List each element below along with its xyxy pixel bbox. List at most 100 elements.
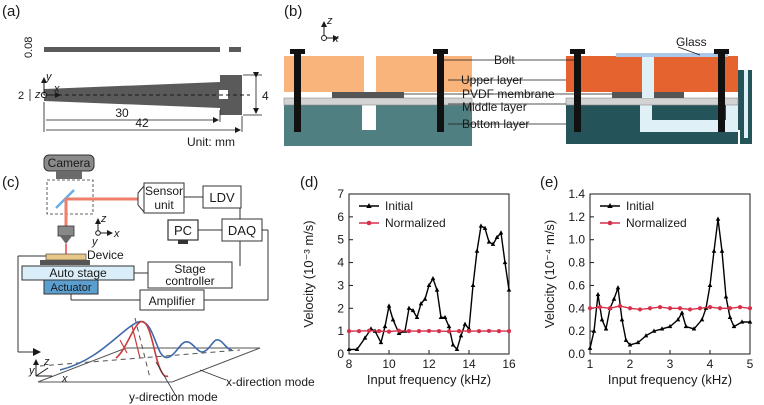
bolt-head-left-2 (433, 49, 448, 54)
bolt-right-2 (718, 50, 725, 132)
data-point-initial (396, 330, 402, 336)
label-actuator: Actuator (51, 282, 92, 294)
data-point-normalized (587, 306, 593, 311)
data-point-normalized (737, 305, 743, 310)
label-sensor-1: Sensor (145, 184, 183, 198)
y-tick-label: 2 (337, 301, 344, 315)
y-tick-label: 5 (337, 233, 344, 247)
stage-controller-box (147, 261, 233, 289)
data-point-initial (346, 346, 352, 352)
data-point-initial (707, 282, 713, 288)
data-point-normalized (627, 306, 633, 311)
data-point-normalized (396, 328, 402, 333)
legend-marker (366, 203, 372, 208)
data-point-initial (414, 314, 420, 320)
beam-side-view (44, 47, 220, 52)
objective-tip (60, 236, 72, 244)
legend-marker (607, 203, 613, 208)
x-tick-label: 2 (627, 357, 634, 371)
axis-y-label-c: y (91, 236, 99, 248)
legend-label-initial: Initial (385, 199, 413, 213)
tip-window (219, 90, 228, 99)
data-point-initial (502, 259, 508, 265)
y-tick-label: 3 (337, 278, 344, 292)
data-point-initial (382, 323, 388, 329)
y-mode-fill-line-2 (119, 339, 128, 354)
label-ymode: y-direction mode (129, 390, 218, 404)
label-xmode: x-direction mode (226, 375, 315, 389)
mode-plane (37, 347, 261, 383)
data-point-initial (627, 342, 633, 347)
y-tick-label: 1.4 (568, 187, 585, 201)
data-point-initial (619, 317, 625, 322)
data-point-initial (354, 346, 360, 352)
y-tick-label: 4 (337, 256, 344, 270)
unit-label: Unit: mm (187, 135, 235, 149)
data-point-initial (591, 328, 597, 333)
axis-z-label-a: z (34, 89, 41, 101)
axis-z-label-b: z (326, 15, 333, 27)
data-point-normalized (647, 306, 653, 311)
data-point-initial (458, 333, 464, 338)
data-point-initial (635, 339, 641, 345)
data-point-initial (711, 248, 717, 253)
bolt-right-1 (574, 50, 581, 132)
data-point-initial (498, 230, 504, 235)
data-point-initial (679, 310, 685, 315)
dim-root-width: 2 (18, 90, 24, 102)
y-tick-label: 6 (337, 210, 344, 224)
label-bolt: Bolt (494, 53, 515, 67)
panel-c: (c) Camera Sensor unit LDV PC DAQ z x (2, 154, 315, 404)
dim-len-inner: 30 (115, 106, 129, 120)
ldv-box (202, 185, 242, 209)
data-point-initial (667, 323, 673, 329)
y-tick-label: 0.0 (568, 347, 585, 361)
bolt-head-right-2 (714, 49, 729, 54)
panel-b: (b) z x Bolt Glass (283, 3, 752, 146)
data-point-normalized (456, 329, 462, 334)
data-point-initial (719, 248, 725, 253)
panel-label-a: (a) (2, 3, 20, 20)
panel-label-c: (c) (2, 174, 20, 191)
device-block (45, 253, 87, 261)
data-point-normalized (476, 329, 482, 334)
data-point-initial (434, 287, 440, 292)
x-tick-label: 4 (707, 357, 714, 371)
data-point-initial (587, 345, 593, 350)
data-point-initial (422, 296, 428, 301)
legend-label-initial: Initial (626, 199, 654, 213)
panel-label-e: (e) (540, 174, 558, 191)
data-point-initial (699, 317, 705, 322)
bolt-head-right-1 (570, 49, 585, 54)
panel-a: (a) 0.08 y z x 2 4 30 42 Unit: mm (2, 3, 269, 149)
device-base (40, 260, 90, 265)
axis-x-label-b: x (332, 33, 339, 45)
data-point-normalized (717, 306, 723, 311)
data-point-initial (378, 339, 384, 345)
data-point-normalized (486, 328, 492, 334)
data-point-initial (450, 342, 456, 347)
data-point-initial (442, 314, 448, 320)
data-point-initial (406, 305, 412, 310)
label-amplifier: Amplifier (149, 294, 196, 308)
beam-tip-pad (220, 75, 242, 115)
dim-len-total: 42 (135, 116, 149, 130)
glass-plate (616, 53, 728, 57)
series-line-initial (589, 219, 750, 349)
panel-label-b: (b) (284, 3, 302, 20)
y-axis-title: Velocity (10⁻⁴ m/s) (542, 220, 557, 329)
data-point-initial (410, 307, 416, 313)
axis-x-label-a: x (53, 83, 60, 95)
data-point-normalized (727, 306, 733, 311)
data-point-initial (478, 223, 484, 228)
data-point-initial (723, 294, 729, 299)
data-point-normalized (607, 306, 613, 311)
data-point-initial (683, 323, 689, 329)
data-point-normalized (426, 328, 432, 334)
label-stage-1: Stage (174, 262, 206, 276)
data-point-initial (731, 323, 737, 329)
data-point-normalized (366, 328, 372, 333)
